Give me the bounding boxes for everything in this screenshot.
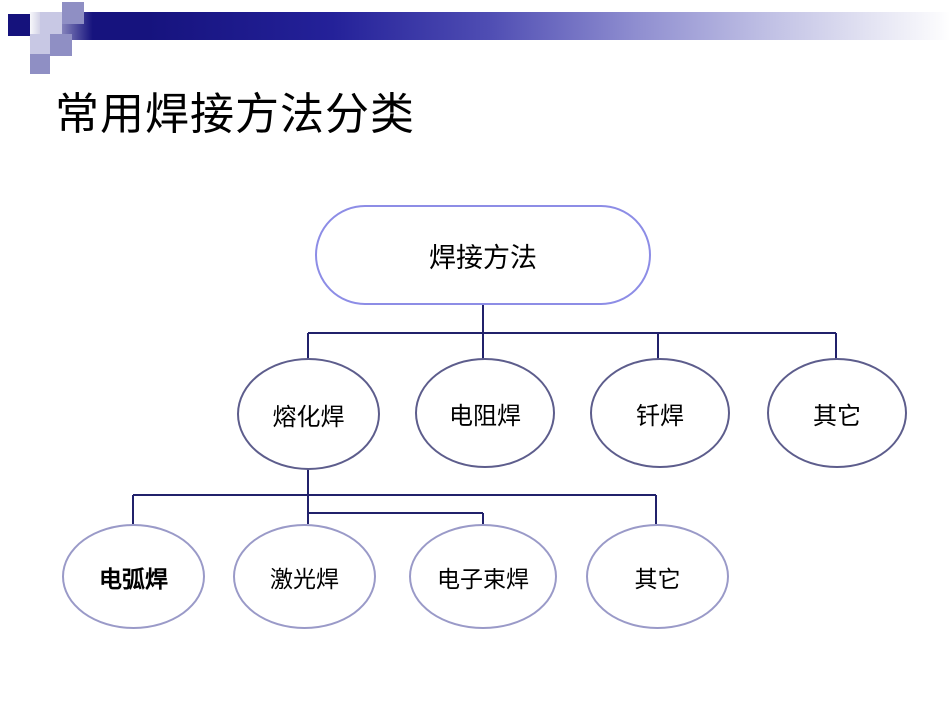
header-square-mid-2 — [50, 34, 72, 56]
node-brazing[interactable]: 钎焊 — [590, 358, 730, 468]
header-square-dark — [8, 14, 30, 36]
node-label: 电弧焊 — [99, 566, 168, 593]
node-label: 电阻焊 — [449, 401, 521, 430]
header-square-light-1 — [40, 12, 62, 34]
node-label: 其它 — [634, 566, 681, 593]
page-title: 常用焊接方法分类 — [55, 89, 415, 140]
node-label: 钎焊 — [636, 401, 684, 430]
node-other-level3[interactable]: 其它 — [586, 524, 729, 629]
header-square-mid-1 — [62, 2, 84, 24]
node-arc-welding[interactable]: 电弧焊 — [62, 524, 205, 629]
node-root-label: 焊接方法 — [429, 242, 537, 274]
node-electron-beam-welding[interactable]: 电子束焊 — [409, 524, 557, 629]
node-fusion-welding[interactable]: 熔化焊 — [237, 358, 380, 470]
node-other-level2[interactable]: 其它 — [767, 358, 907, 468]
node-label: 电子束焊 — [437, 566, 529, 593]
header-gradient-bar — [28, 12, 950, 40]
node-label: 激光焊 — [270, 566, 339, 593]
header-square-mid-3 — [30, 54, 50, 74]
header-square-light-2 — [30, 34, 50, 54]
node-root[interactable]: 焊接方法 — [315, 205, 651, 305]
node-label: 熔化焊 — [272, 402, 345, 431]
header-band — [0, 0, 950, 74]
node-label: 其它 — [813, 401, 861, 430]
node-resistance-welding[interactable]: 电阻焊 — [415, 358, 555, 468]
node-laser-welding[interactable]: 激光焊 — [233, 524, 376, 629]
